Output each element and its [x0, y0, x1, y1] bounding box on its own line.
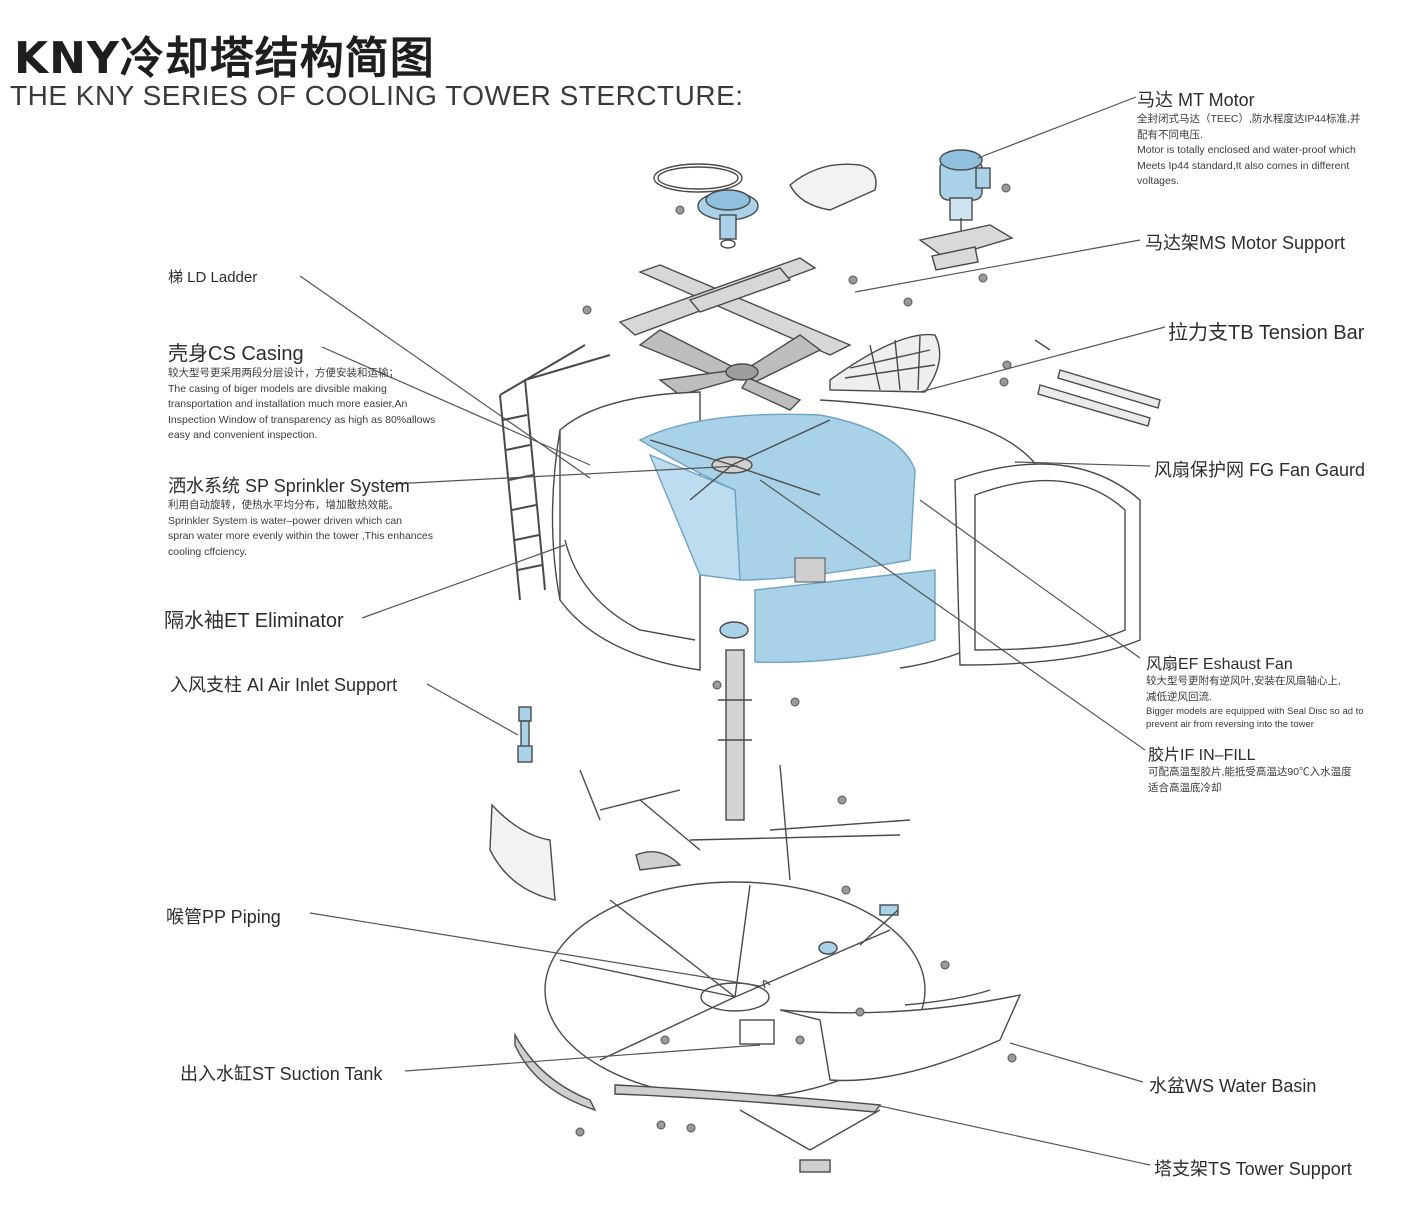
air-inlet-support-part: [517, 706, 533, 763]
page-subtitle: THE KNY SERIES OF COOLING TOWER STERCTUR…: [10, 80, 744, 111]
label-water-basin: 水盆WS Water Basin: [1149, 1072, 1316, 1098]
label-suction-tank: 出入水缸ST Suction Tank: [180, 1060, 382, 1086]
label-sprinkler: 洒水系统 SP Sprinkler System 利用自动旋转，使热水平均分布，…: [168, 472, 433, 560]
label-piping-heading: 喉管PP Piping: [166, 907, 281, 927]
label-fan-guard-heading: 风扇保护网 FG Fan Gaurd: [1154, 460, 1366, 480]
label-infill: 胶片IF IN–FILL 可配高温型胶片,能抵受高温达90℃入水温度 适合高温底…: [1148, 741, 1352, 796]
label-casing-desc-2: transportation and installation much mor…: [168, 398, 408, 410]
infill-part: [638, 413, 936, 663]
bolt-icons: [575, 183, 1017, 1137]
label-casing-heading: 壳身CS Casing: [168, 343, 304, 365]
label-motor-desc-2: Motor is totally enclosed and water-proo…: [1137, 144, 1356, 156]
label-exhaust-fan-heading: 风扇EF Eshaust Fan: [1146, 656, 1293, 673]
label-casing-desc-4: easy and convenient inspection.: [168, 429, 318, 441]
label-eliminator: 隔水袖ET Eliminator: [164, 604, 344, 633]
label-sprinkler-desc-0: 利用自动旋转，使热水平均分布，增加散热效能。: [168, 499, 399, 511]
motor-part: [939, 149, 991, 232]
label-motor-support: 马达架MS Motor Support: [1145, 229, 1345, 255]
tension-bar-part: [1034, 339, 1161, 427]
label-tension-bar: 拉力支TB Tension Bar: [1168, 316, 1364, 345]
label-motor: 马达 MT Motor 全封闭式马达（TEEC）,防水程度达IP44标准,并 配…: [1137, 86, 1360, 190]
eliminator-part: [564, 539, 696, 641]
label-exhaust-fan-desc-1: 减低逆风回流.: [1146, 690, 1212, 703]
suction-tank-part: [818, 904, 899, 955]
label-ladder-heading: 梯 LD Ladder: [168, 269, 258, 286]
label-casing-desc-3: Inspection Window of transparency as hig…: [168, 413, 436, 426]
infill-mesh: [794, 557, 826, 583]
piping-part: [718, 621, 752, 821]
label-casing-desc-0: 较大型号更采用两段分层设计，方便安装和运输；: [168, 367, 399, 379]
tower-support-part: [514, 1032, 882, 1173]
label-tension-bar-heading: 拉力支TB Tension Bar: [1168, 322, 1365, 344]
label-motor-desc-0: 全封闭式马达（TEEC）,防水程度达IP44标准,并: [1137, 113, 1361, 125]
label-eliminator-heading: 隔水袖ET Eliminator: [164, 610, 344, 632]
sprinkler-part: [649, 419, 831, 501]
label-air-inlet-heading: 入风支柱 AI Air Inlet Support: [170, 675, 398, 695]
label-motor-desc-4: voltages.: [1137, 175, 1180, 187]
lower-support-frame: [579, 764, 911, 881]
label-suction-tank-heading: 出入水缸ST Suction Tank: [180, 1064, 383, 1084]
label-tower-support-heading: 塔支架TS Tower Support: [1154, 1159, 1352, 1179]
motor-support-part: [918, 224, 1014, 271]
label-fan-guard: 风扇保护网 FG Fan Gaurd: [1154, 456, 1365, 482]
label-sprinkler-desc-1: Sprinkler System is water–power driven w…: [168, 514, 403, 527]
fan-frame-part: [618, 257, 852, 356]
label-casing: 壳身CS Casing 较大型号更采用两段分层设计，方便安装和运输； The c…: [168, 337, 435, 444]
water-basin-part: [544, 881, 1022, 1099]
label-casing-desc-1: The casing of biger models are divsible …: [168, 382, 387, 395]
leader-lines: [299, 96, 1166, 1166]
label-air-inlet: 入风支柱 AI Air Inlet Support: [170, 671, 397, 697]
label-piping: 喉管PP Piping: [166, 903, 281, 929]
label-exhaust-fan-desc-small-1: prevent air from reversing into the towe…: [1146, 719, 1314, 730]
label-tower-support: 塔支架TS Tower Support: [1154, 1155, 1352, 1181]
fan-pulley-part: [653, 163, 759, 249]
label-ladder: 梯 LD Ladder: [168, 266, 257, 287]
ladder-part: [499, 344, 611, 601]
label-infill-desc-1: 适合高温底冷却: [1148, 781, 1222, 794]
label-exhaust-fan-desc-small-0: Bigger models are equipped with Seal Dis…: [1146, 706, 1364, 717]
label-motor-desc-1: 配有不同电压.: [1137, 128, 1203, 141]
label-motor-support-heading: 马达架MS Motor Support: [1145, 233, 1346, 253]
exhaust-fan-part: [638, 329, 822, 411]
label-exhaust-fan-desc-0: 较大型号更附有逆风叶,安装在风扇轴心上,: [1146, 675, 1341, 687]
label-motor-heading: 马达 MT Motor: [1137, 90, 1255, 110]
fan-guard-part: [829, 333, 941, 393]
label-sprinkler-desc-2: spran water more evenly within the tower…: [168, 530, 433, 542]
label-motor-desc-3: Meets Ip44 standard,It also comes in dif…: [1137, 159, 1350, 172]
label-infill-desc-0: 可配高温型胶片,能抵受高温达90℃入水温度: [1148, 766, 1352, 778]
page-title: KNY冷却塔结构简图: [14, 33, 435, 84]
label-sprinkler-heading: 洒水系统 SP Sprinkler System: [168, 476, 410, 496]
label-water-basin-heading: 水盆WS Water Basin: [1149, 1076, 1317, 1096]
label-sprinkler-desc-3: cooling cffciency.: [168, 545, 247, 558]
label-infill-heading: 胶片IF IN–FILL: [1148, 747, 1256, 764]
label-exhaust-fan: 风扇EF Eshaust Fan 较大型号更附有逆风叶,安装在风扇轴心上, 减低…: [1146, 650, 1364, 731]
